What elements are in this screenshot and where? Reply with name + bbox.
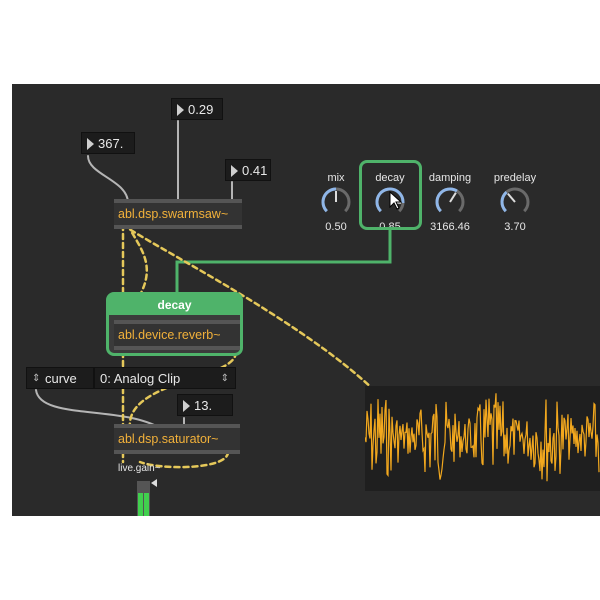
- bpatcher-title: decay: [109, 295, 240, 315]
- dropdown-arrows-icon: ⇕: [220, 373, 229, 384]
- number-triangle-icon: [231, 165, 238, 177]
- curve-dropdown[interactable]: 0: Analog Clip ⇕: [94, 367, 236, 389]
- gain-pointer-icon: [151, 479, 157, 487]
- live-gain-meter[interactable]: [137, 481, 150, 516]
- dial-fill: [500, 190, 508, 213]
- up-down-icon: ⇕: [32, 373, 41, 384]
- dial-fill: [435, 187, 458, 213]
- saturator-object[interactable]: abl.dsp.saturator~: [114, 424, 240, 454]
- dial-knob: [500, 187, 530, 213]
- dial-knob: [435, 187, 465, 213]
- dial-value: 3166.46: [430, 221, 470, 233]
- dial-value: 0.50: [325, 221, 347, 233]
- dial-needle: [507, 192, 516, 203]
- number-triangle-icon: [177, 104, 184, 116]
- dial-needle: [449, 192, 457, 203]
- dial-fill: [321, 187, 337, 213]
- number-box-13[interactable]: 13.: [177, 394, 233, 416]
- livegain-label: live.gain~: [118, 463, 161, 474]
- number-box-0.29[interactable]: 0.29: [171, 98, 223, 120]
- dial-label: damping: [428, 172, 472, 184]
- swarmsaw-object[interactable]: abl.dsp.swarmsaw~: [114, 199, 242, 229]
- curve-label-box[interactable]: ⇕ curve: [26, 367, 94, 389]
- reverb-object[interactable]: abl.device.reverb~: [114, 320, 240, 350]
- meter-right: [144, 493, 149, 516]
- dial-knob: [321, 187, 351, 213]
- number-triangle-icon: [183, 400, 190, 412]
- waveform-line: [364, 393, 600, 482]
- number-triangle-icon: [87, 138, 94, 150]
- dial-label: decay: [375, 172, 405, 184]
- dial-value: 3.70: [504, 221, 526, 233]
- number-box-0.41[interactable]: 0.41: [225, 159, 271, 181]
- meter-left: [138, 493, 143, 516]
- dial-label: predelay: [493, 172, 537, 184]
- dial-label: mix: [327, 172, 345, 184]
- dial-fill: [375, 187, 405, 213]
- number-box-367[interactable]: 367.: [81, 132, 135, 154]
- mouse-pointer-icon: [389, 191, 403, 210]
- waveform-plot: [364, 393, 600, 482]
- decay-highlight: [359, 160, 422, 230]
- scope-display[interactable]: [364, 386, 600, 491]
